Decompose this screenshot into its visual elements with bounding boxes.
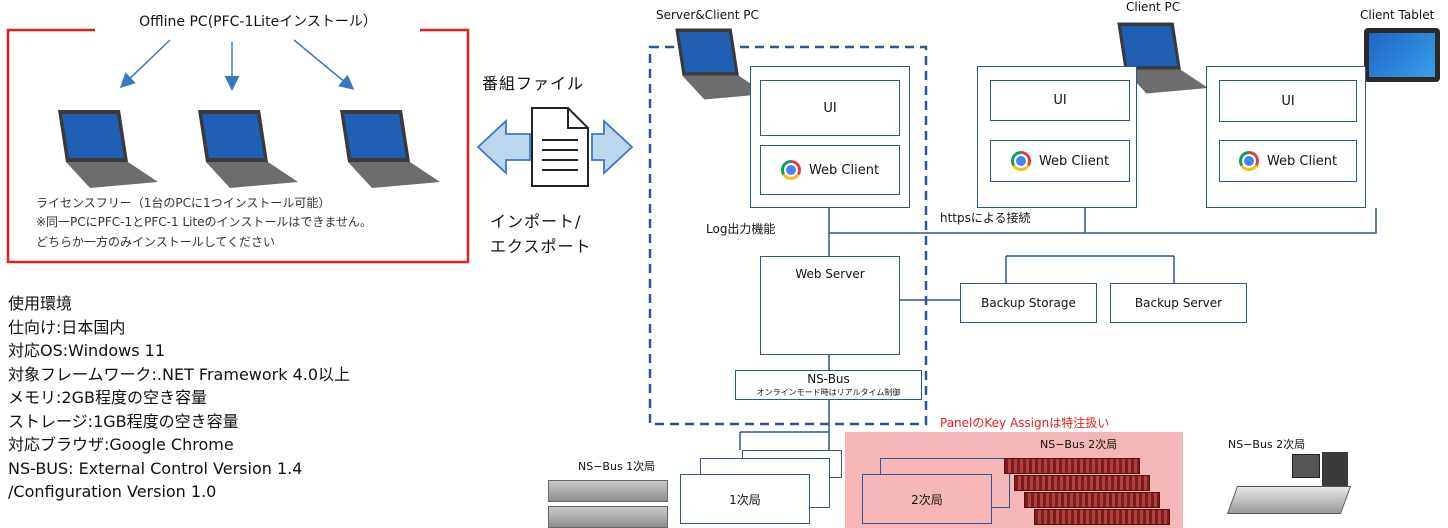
env-line: メモリ:2GB程度の空き容量 <box>8 388 207 407</box>
license-line-1: ライセンスフリー（1台のPCに1つインストール可能） <box>36 196 331 210</box>
environment-heading: 使用環境 <box>8 294 73 313</box>
chrome-icon <box>780 160 801 180</box>
laptop-icon <box>1117 22 1209 94</box>
env-line: 仕向け:日本国内 <box>8 317 126 337</box>
secondary-label-right: NS−Bus 2次局 <box>1228 438 1306 451</box>
license-line-3: どちらか一方のみインストールしてください <box>36 235 276 249</box>
web-client-box: Web Client <box>760 145 900 195</box>
import-label: インポート/ <box>490 212 582 231</box>
web-client-label: Web Client <box>1266 153 1338 169</box>
secondary-label: NS−Bus 2次局 <box>1040 438 1118 451</box>
chrome-icon <box>1238 151 1259 171</box>
web-server-box <box>760 256 900 355</box>
panel-note: PanelのKey Assignは特注扱い <box>940 416 1110 430</box>
env-line: ストレージ:1GB程度の空き容量 <box>8 411 239 431</box>
laptop-icon <box>198 110 298 188</box>
server-unit-icon <box>548 480 668 502</box>
server-unit-icon <box>548 506 668 528</box>
document-icon <box>531 107 589 187</box>
nsbus-box <box>735 370 922 400</box>
tablet-icon <box>1364 28 1440 82</box>
primary-box: 1次局 <box>680 474 810 524</box>
backup-storage-box: Backup Storage <box>960 283 1097 323</box>
chrome-icon <box>1010 151 1031 171</box>
https-label: httpsによる接続 <box>940 211 1031 225</box>
offline-title: Offline PC(PFC-1Liteインストール） <box>139 14 377 30</box>
program-file-label: 番組ファイル <box>482 74 585 93</box>
export-label: エクスポート <box>490 237 592 256</box>
server-client-label: Server&Client PC <box>656 8 759 22</box>
ui-box: UI <box>1219 80 1357 122</box>
offline-frame <box>6 28 470 264</box>
ui-box: UI <box>990 80 1130 121</box>
laptop-icon <box>675 28 767 100</box>
right-transfer-arrow <box>591 118 634 176</box>
web-client-box: Web Client <box>990 140 1130 182</box>
env-line: 対応ブラウザ:Google Chrome <box>8 435 234 454</box>
client-pc-label: Client PC <box>1126 0 1181 14</box>
license-line-2: ※同一PCにPFC-1とPFC-1 Liteのインストールはできません。 <box>36 215 372 229</box>
left-transfer-arrow <box>476 118 531 176</box>
arrow-right <box>293 39 355 90</box>
nsbus-sublabel: オンラインモード時はリアルタイム制御 <box>756 388 901 397</box>
rack-unit-icon <box>1014 475 1150 491</box>
secondary-box: 2次局 <box>862 474 992 524</box>
env-line: /Configuration Version 1.0 <box>8 482 217 501</box>
backup-server-box: Backup Server <box>1110 283 1247 323</box>
rack-unit-icon <box>1004 458 1140 474</box>
primary-station-label: NS−Bus 1次局 <box>578 460 656 473</box>
ui-box: UI <box>760 80 900 136</box>
control-panel-icon <box>1226 452 1352 518</box>
rack-unit-icon <box>1024 492 1160 508</box>
web-client-label: Web Client <box>808 162 880 178</box>
web-client-label: Web Client <box>1038 153 1110 169</box>
env-line: 対象フレームワーク:.NET Framework 4.0以上 <box>8 364 351 384</box>
arrow-left <box>119 39 171 89</box>
client-tablet-label: Client Tablet <box>1360 8 1435 22</box>
env-line: NS-BUS: External Control Version 1.4 <box>8 458 303 478</box>
web-client-box: Web Client <box>1219 140 1357 182</box>
env-line: 対応OS:Windows 11 <box>8 341 166 360</box>
server-boundary <box>648 45 928 426</box>
log-output-label: Log出力機能 <box>706 222 776 236</box>
rack-unit-icon <box>1034 509 1170 525</box>
environment-list: 使用環境 仕向け:日本国内 対応OS:Windows 11 対象フレームワーク:… <box>8 292 350 504</box>
laptop-icon <box>58 110 158 188</box>
web-server-label: Web Server <box>795 267 865 281</box>
laptop-icon <box>340 110 440 188</box>
nsbus-label: NS-Bus <box>807 372 850 386</box>
